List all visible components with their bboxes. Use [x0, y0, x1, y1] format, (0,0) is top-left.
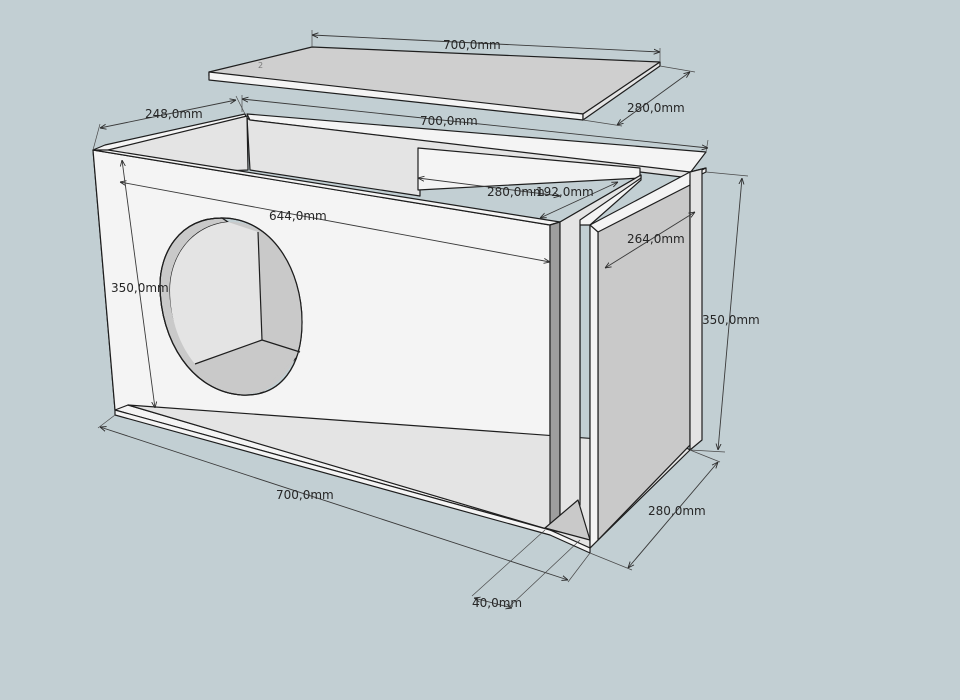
- label-divider-depth: 280,0mm: [487, 185, 545, 199]
- hole-floor-line2: [261, 339, 301, 353]
- hole-floor: [195, 340, 300, 395]
- label-lid-length: 700,0mm: [443, 38, 501, 52]
- divider-side-face: [549, 221, 561, 533]
- label-bottom-depth: 280,0mm: [648, 504, 706, 518]
- label-front-height: 350,0mm: [111, 281, 169, 295]
- dim-port-depth: [605, 212, 695, 268]
- dimension-labels: 700,0mm 280,0mm 2 248,0mm 700,0mm 644,0m…: [111, 38, 760, 610]
- dim-right-height: [718, 178, 742, 450]
- dim-front-height: [122, 160, 155, 408]
- dim-lid-length: [312, 35, 660, 52]
- right-panel-side-edge: [689, 167, 707, 451]
- dim-top-length: [242, 99, 708, 148]
- dim-bottom-depth: [628, 462, 718, 568]
- label-lid-partial: 2: [258, 61, 263, 70]
- label-inner-length: 644,0mm: [269, 209, 327, 223]
- label-right-height: 350,0mm: [702, 313, 760, 327]
- label-bottom-length: 700,0mm: [276, 488, 334, 502]
- label-port-depth: 264,0mm: [627, 232, 685, 246]
- label-port-length: 192,0mm: [536, 185, 594, 199]
- label-top-length: 700,0mm: [420, 114, 478, 128]
- dim-port-width: [474, 598, 512, 608]
- dim-inner-length: [120, 182, 550, 262]
- dimension-lines: [92, 30, 749, 608]
- dim-top-left-depth: [100, 100, 236, 128]
- hole-floor-line: [194, 339, 263, 365]
- label-port-width: 40,0mm: [472, 596, 522, 610]
- dim-bottom-length: [100, 427, 568, 580]
- dim-divider-depth: [418, 178, 560, 196]
- right-panel-left-edge: [589, 224, 599, 549]
- lid-panel: [208, 46, 661, 121]
- dim-port-length: [540, 182, 618, 218]
- label-lid-width: 280,0mm: [627, 101, 685, 115]
- label-top-left-depth: 248,0mm: [145, 107, 203, 121]
